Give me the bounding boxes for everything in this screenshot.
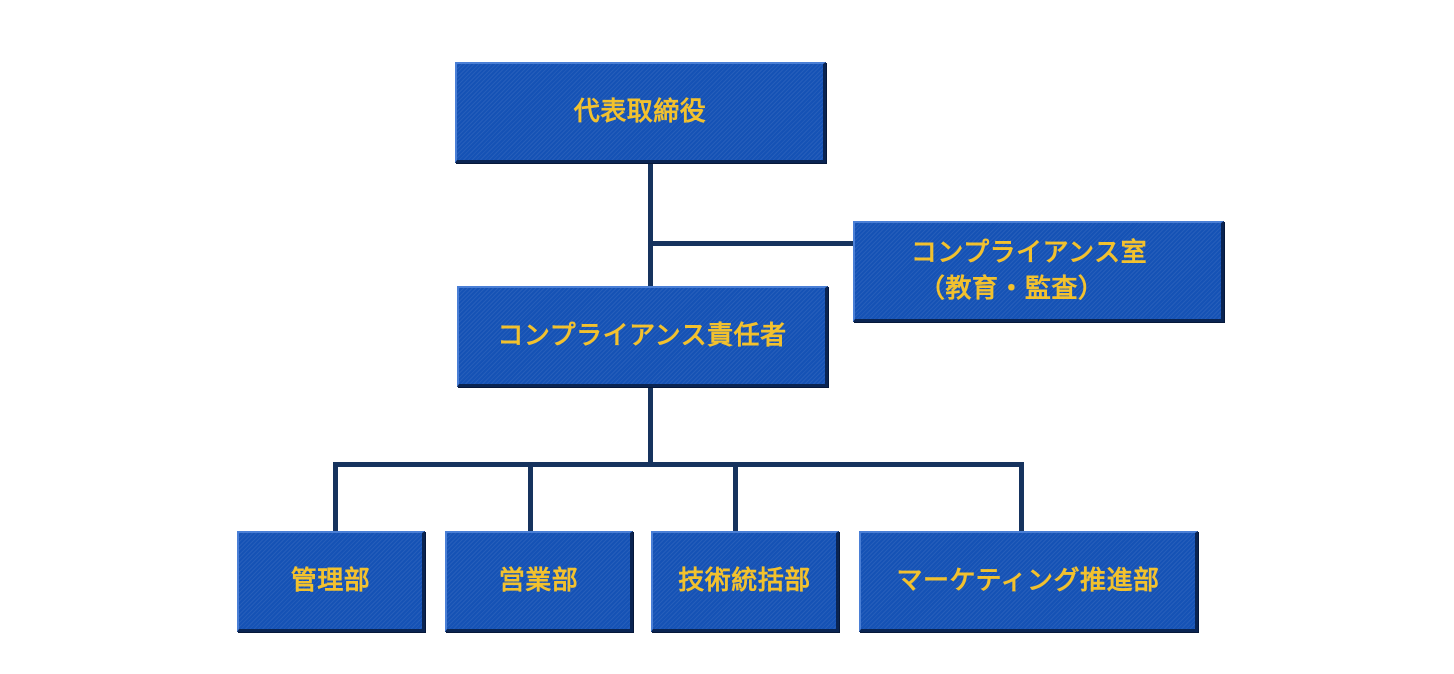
ceo-label: 代表取締役 [573,97,707,127]
compliance-officer-label: コンプライアンス責任者 [497,321,787,351]
compliance-officer-box: コンプライアンス責任者 [457,286,828,387]
connector-departments-bus [333,462,1024,467]
compliance-office-subtitle: （教育・監査） [918,274,1105,304]
connector-admin [333,462,338,533]
admin-department-label: 管理部 [290,566,371,596]
connector-technology [733,462,738,533]
connector-to-compliance-office [650,241,855,246]
sales-department-box: 営業部 [445,531,633,632]
connector-sales [528,462,533,533]
technology-department-label: 技術統括部 [678,566,811,596]
compliance-office-label: コンプライアンス室 （教育・監査） [911,235,1147,307]
compliance-office-title: コンプライアンス室 [910,238,1148,268]
connector-officer-to-departments [648,385,653,467]
ceo-box: 代表取締役 [455,62,826,163]
marketing-department-label: マーケティング推進部 [896,566,1160,596]
connector-marketing [1019,462,1024,533]
technology-department-box: 技術統括部 [651,531,839,632]
marketing-department-box: マーケティング推進部 [859,531,1198,632]
admin-department-box: 管理部 [237,531,425,632]
connector-ceo-to-officer [648,161,653,288]
compliance-office-box: コンプライアンス室 （教育・監査） [853,221,1224,322]
sales-department-label: 営業部 [498,566,579,596]
